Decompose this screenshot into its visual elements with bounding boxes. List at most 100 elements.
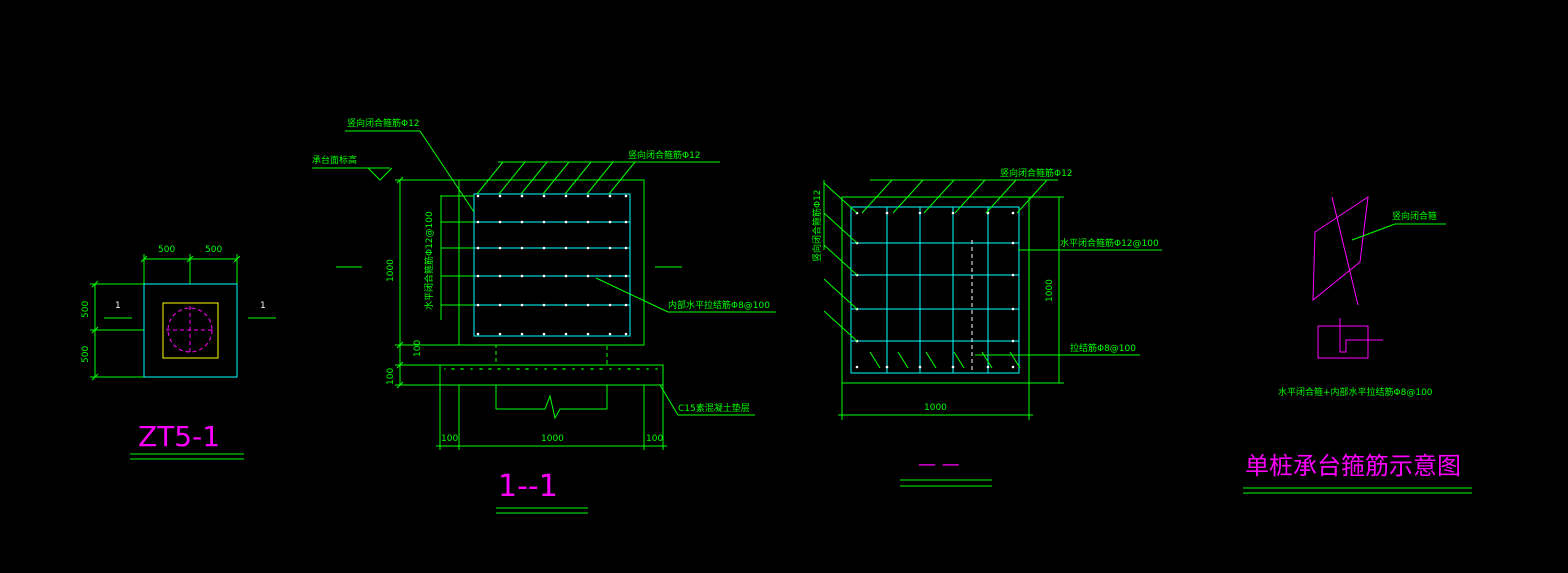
rebar-dot bbox=[564, 274, 568, 278]
plan-view-2: 竖向闭合箍筋Φ12 竖向闭合箍筋Φ12 水平闭合箍筋Φ12@100 拉结筋Φ8@… bbox=[811, 167, 1162, 487]
rebar-dot bbox=[586, 303, 590, 307]
hatch-dot bbox=[637, 368, 639, 370]
rebar-dot bbox=[520, 274, 524, 278]
rebar-dot bbox=[498, 274, 502, 278]
leader-line bbox=[520, 161, 548, 195]
leader-line bbox=[823, 212, 858, 244]
hatch-dot bbox=[481, 368, 483, 370]
rebar-dot bbox=[624, 332, 628, 336]
section-cap-outline bbox=[458, 179, 645, 346]
rebar-dot bbox=[624, 246, 628, 250]
rebar-dot bbox=[918, 211, 922, 215]
plan-view-zt5-1: 500 500 500 500 1 1 ZT5-1 bbox=[81, 245, 276, 460]
hatch-dot bbox=[553, 368, 555, 370]
hatch-dot bbox=[460, 368, 462, 370]
plan2-label-vertical-top: 竖向闭合箍筋Φ12 bbox=[1000, 167, 1073, 179]
schematic-horizontal-hoop bbox=[1317, 325, 1369, 359]
rebar-dot bbox=[520, 220, 524, 224]
hatch-dot bbox=[563, 368, 565, 370]
leader-line bbox=[892, 179, 924, 214]
hatch-dot bbox=[479, 368, 481, 370]
rebar-dot bbox=[608, 303, 612, 307]
leader-line bbox=[923, 179, 955, 214]
hatch-dot bbox=[518, 368, 520, 370]
rebar-dot bbox=[951, 211, 955, 215]
leader-line bbox=[823, 310, 858, 342]
plan-section-mark-right: 1 bbox=[260, 301, 266, 311]
plan-dim-left-bottom: 500 bbox=[81, 346, 91, 363]
section-inner-stirrup bbox=[473, 193, 631, 337]
hatch-dot bbox=[600, 368, 602, 370]
section-dim-width-right: 100 bbox=[646, 434, 663, 444]
hatch-dot bbox=[618, 368, 620, 370]
hatch-dot bbox=[619, 368, 621, 370]
hatch-dot bbox=[592, 368, 594, 370]
plan-title: ZT5-1 bbox=[138, 420, 220, 453]
rebar-dot bbox=[520, 332, 524, 336]
plan-dim-top-right: 500 bbox=[205, 245, 222, 255]
rebar-dot bbox=[586, 246, 590, 250]
leader-line bbox=[981, 351, 993, 369]
hatch-dot bbox=[508, 368, 510, 370]
rebar-dot bbox=[986, 211, 990, 215]
section-label-top-of-cap: 承台面标高 bbox=[312, 154, 357, 166]
hatch-dot bbox=[490, 368, 492, 370]
section-cushion-layer bbox=[439, 364, 664, 386]
hatch-dot bbox=[554, 368, 556, 370]
rebar-dot bbox=[608, 332, 612, 336]
rebar-dot bbox=[564, 220, 568, 224]
hatch-dot bbox=[555, 368, 557, 370]
hatch-dot bbox=[582, 368, 584, 370]
rebar-dot bbox=[624, 303, 628, 307]
hatch-dot bbox=[525, 368, 527, 370]
hatch-dot bbox=[610, 368, 612, 370]
section-label-vertical-stirrup-top: 竖向闭合箍筋Φ12 bbox=[628, 149, 701, 161]
leader-line bbox=[823, 244, 858, 276]
leader-line bbox=[823, 182, 858, 214]
leader-line bbox=[476, 161, 504, 195]
leader-line bbox=[608, 161, 636, 195]
leader-line bbox=[897, 351, 909, 369]
rebar-dot bbox=[586, 274, 590, 278]
hatch-dot bbox=[453, 368, 455, 370]
section-dim-height: 1000 bbox=[386, 259, 396, 282]
rebar-dot bbox=[624, 220, 628, 224]
rebar-dot bbox=[624, 194, 628, 198]
stirrup-schematic: 竖向闭合箍 水平闭合箍+内部水平拉结筋Φ8@100 单桩承台箍筋示意图 bbox=[1243, 195, 1472, 494]
plan2-label-vertical-left: 竖向闭合箍筋Φ12 bbox=[811, 189, 823, 262]
rebar-dot bbox=[1011, 241, 1015, 245]
section-label-horizontal-stirrup: 水平闭合箍筋Φ12@100 bbox=[423, 211, 435, 310]
leader-line bbox=[498, 161, 526, 195]
rebar-dot bbox=[476, 246, 480, 250]
rebar-dot bbox=[476, 303, 480, 307]
rebar-dot bbox=[885, 365, 889, 369]
hatch-dot bbox=[636, 368, 638, 370]
rebar-dot bbox=[520, 246, 524, 250]
schematic-label-bottom: 水平闭合箍+内部水平拉结筋Φ8@100 bbox=[1278, 386, 1433, 398]
hatch-dot bbox=[451, 368, 453, 370]
rebar-dot bbox=[564, 246, 568, 250]
hatch-dot bbox=[461, 368, 463, 370]
rebar-dot bbox=[855, 365, 859, 369]
leader-line bbox=[586, 161, 614, 195]
rebar-dot bbox=[476, 332, 480, 336]
hatch-dot bbox=[629, 368, 631, 370]
hatch-dot bbox=[471, 368, 473, 370]
section-top-leaders bbox=[476, 161, 636, 195]
rebar-dot bbox=[586, 194, 590, 198]
plan2-rebar-dots bbox=[855, 211, 1015, 369]
hatch-dot bbox=[627, 368, 629, 370]
schematic-vertical-plane bbox=[1312, 195, 1369, 302]
section-dim-100a: 100 bbox=[413, 340, 423, 357]
hatch-dot bbox=[562, 368, 564, 370]
hatch-dot bbox=[498, 368, 500, 370]
plan2-rebar-grid bbox=[851, 207, 1019, 373]
plan2-stirrup-outline bbox=[850, 206, 1020, 374]
hatch-dot bbox=[591, 368, 593, 370]
rebar-dot bbox=[1011, 365, 1015, 369]
hatch-dot bbox=[647, 368, 649, 370]
hatch-dot bbox=[480, 368, 482, 370]
rebar-dot bbox=[1011, 307, 1015, 311]
hatch-dot bbox=[544, 368, 546, 370]
